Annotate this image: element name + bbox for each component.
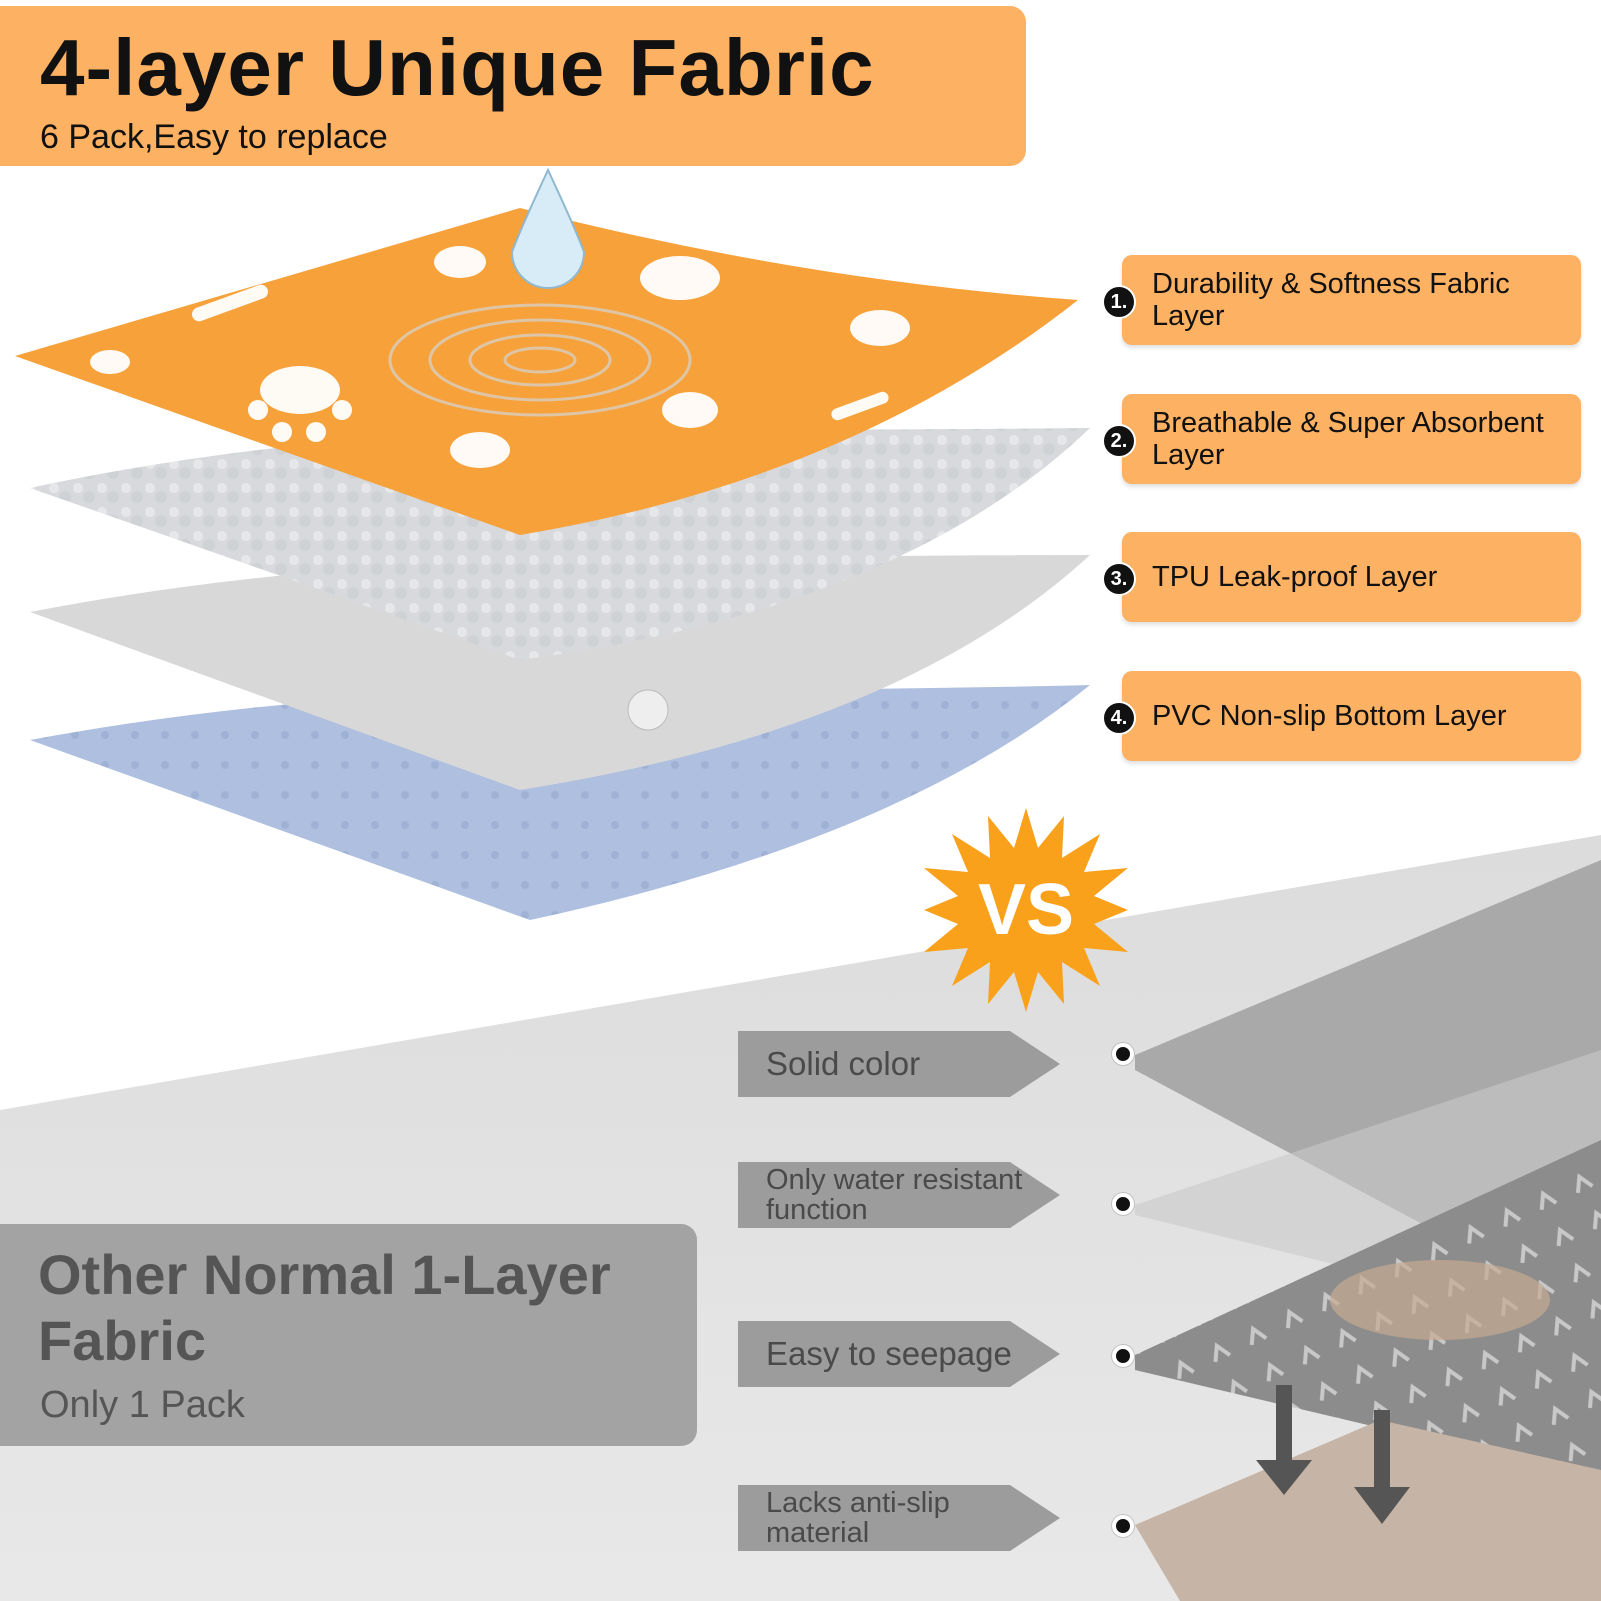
feature-label-4: PVC Non-slip Bottom Layer	[1122, 671, 1581, 761]
feature-label-2: Breathable & Super Absorbent Layer	[1122, 394, 1581, 484]
comparison-tag-4: Lacks anti-slip material	[738, 1485, 1060, 1551]
number-badge: 4.	[1102, 701, 1136, 735]
comparison-tag-3: Easy to seepage	[738, 1321, 1060, 1387]
header-banner: 4-layer Unique Fabric 6 Pack,Easy to rep…	[0, 6, 1026, 166]
feature-label-3: TPU Leak-proof Layer	[1122, 532, 1581, 622]
feature-text: Durability & Softness Fabric Layer	[1152, 268, 1510, 332]
vs-badge: VS	[924, 808, 1128, 1012]
tag-text: Lacks anti-slip material	[766, 1487, 950, 1549]
feature-label-1: Durability & Softness Fabric Layer	[1122, 255, 1581, 345]
tag-text: Easy to seepage	[766, 1335, 1012, 1372]
number-badge: 3.	[1102, 562, 1136, 596]
other-fabric-panel: Other Normal 1-Layer Fabric Only 1 Pack	[0, 1224, 697, 1446]
other-subtitle: Only 1 Pack	[40, 1384, 245, 1426]
pointer-dot	[1112, 1193, 1134, 1215]
pointer-dot	[1112, 1345, 1134, 1367]
starburst-icon	[924, 808, 1128, 1012]
number-badge: 2.	[1102, 424, 1136, 458]
feature-text: PVC Non-slip Bottom Layer	[1152, 700, 1507, 732]
comparison-tag-1: Solid color	[738, 1031, 1060, 1097]
feature-text: TPU Leak-proof Layer	[1152, 561, 1438, 593]
down-arrow-icon	[1256, 1385, 1410, 1524]
number-badge: 1.	[1102, 285, 1136, 319]
pointer-dot	[1112, 1043, 1134, 1065]
water-drop-icon	[510, 167, 586, 289]
other-title: Other Normal 1-Layer Fabric	[38, 1243, 611, 1372]
tag-text: Solid color	[766, 1045, 921, 1082]
feature-text: Breathable & Super Absorbent Layer	[1152, 407, 1544, 471]
vs-label: VS	[977, 870, 1075, 950]
comparison-tag-2: Only water resistant function	[738, 1162, 1060, 1228]
page-title: 4-layer Unique Fabric	[40, 23, 875, 112]
page-subtitle: 6 Pack,Easy to replace	[40, 118, 388, 156]
pointer-dot	[1112, 1515, 1134, 1537]
tag-text: Only water resistant function	[766, 1164, 1023, 1226]
